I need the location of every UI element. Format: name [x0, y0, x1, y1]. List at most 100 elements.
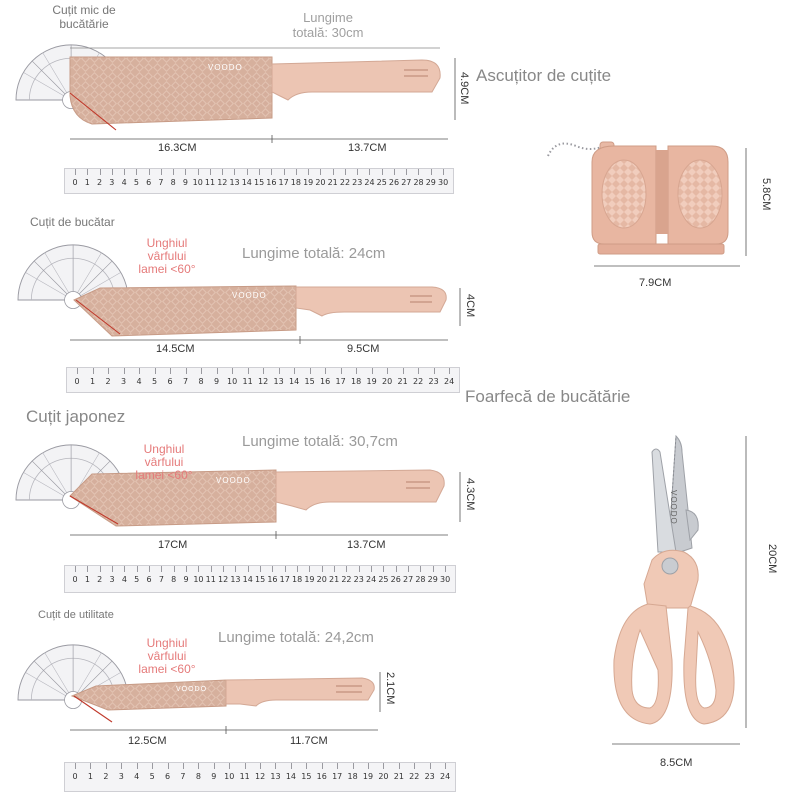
utility-knife	[17, 644, 381, 734]
ruler-tick	[121, 763, 123, 769]
ruler-tick	[92, 368, 94, 374]
ruler-tick	[223, 566, 224, 572]
ruler-tick	[432, 566, 434, 572]
ruler-number: 0	[72, 772, 78, 781]
knife3-blade-dim: 17CM	[158, 539, 188, 551]
ruler-tick	[445, 566, 446, 572]
ruler-tick	[99, 566, 101, 572]
ruler-tick	[182, 763, 184, 769]
ruler-tick	[332, 169, 334, 175]
ruler-number: 13	[270, 772, 281, 781]
ruler-tick	[247, 566, 249, 572]
ruler-number: 4	[136, 377, 142, 386]
ruler-tick	[356, 368, 357, 374]
small-kitchen-knife	[15, 44, 456, 143]
ruler-tick	[160, 169, 162, 175]
ruler-tick	[449, 368, 450, 374]
ruler-tick	[321, 566, 323, 572]
ruler-number: 0	[72, 575, 78, 584]
ruler-number: 14	[242, 575, 253, 584]
ruler-number: 4	[134, 772, 140, 781]
ruler-tick	[344, 169, 346, 175]
ruler-tick	[290, 763, 292, 769]
ruler-tick	[308, 169, 310, 175]
ruler-tick	[367, 763, 369, 769]
scissors-brand-mark: VOODO	[669, 490, 678, 525]
ruler-number: 8	[171, 575, 177, 584]
ruler-number: 3	[109, 575, 115, 584]
ruler-tick	[234, 169, 236, 175]
ruler-number: 8	[195, 772, 201, 781]
ruler-tick	[87, 566, 89, 572]
ruler-tick	[420, 566, 422, 572]
ruler-tick	[75, 169, 76, 175]
knife2-angle-label: Unghiul vârfului lamei <60°	[138, 236, 196, 276]
ruler-number: 15	[301, 772, 312, 781]
ruler-number: 12	[218, 575, 229, 584]
ruler-number: 7	[180, 772, 186, 781]
ruler-tick	[259, 169, 260, 175]
ruler-tick	[232, 368, 233, 374]
ruler-tick	[213, 763, 215, 769]
knife1-blade-dim: 16.3CM	[158, 142, 197, 154]
ruler-number: 23	[352, 178, 363, 187]
ruler-tick	[275, 763, 277, 769]
ruler-tick	[123, 368, 125, 374]
ruler-tick	[271, 169, 273, 175]
ruler-number: 19	[366, 377, 377, 386]
knife3-length-label: Lungime totală: 30,7cm	[242, 433, 398, 450]
knife1-height-dim: 4.9CM	[458, 72, 470, 105]
ruler-number: 20	[382, 377, 393, 386]
ruler-tick	[198, 763, 200, 769]
ruler-number: 21	[329, 575, 340, 584]
knife2-length-label: Lungime totală: 24cm	[242, 245, 386, 262]
ruler-tick	[381, 169, 383, 175]
ruler-number: 25	[378, 575, 389, 584]
ruler-tick	[418, 368, 419, 374]
ruler-number: 22	[341, 575, 352, 584]
japanese-knife	[15, 444, 461, 539]
ruler-number: 18	[351, 377, 362, 386]
ruler-tick	[246, 169, 248, 175]
ruler-number: 23	[428, 377, 439, 386]
ruler-tick	[371, 566, 372, 572]
ruler-number: 16	[267, 575, 278, 584]
ruler-tick	[387, 368, 388, 374]
ruler-tick	[429, 763, 431, 769]
sharpener-width-dim: 7.9CM	[639, 277, 672, 289]
ruler-tick	[235, 566, 237, 572]
ruler-number: 19	[304, 575, 315, 584]
ruler-number: 27	[401, 178, 412, 187]
ruler-number: 30	[438, 178, 449, 187]
ruler-number: 1	[84, 575, 90, 584]
ruler-number: 9	[183, 575, 189, 584]
ruler-tick	[244, 763, 246, 769]
ruler-number: 17	[335, 377, 346, 386]
ruler-tick	[352, 763, 354, 769]
ruler-number: 10	[193, 575, 204, 584]
ruler-number: 2	[103, 772, 109, 781]
ruler-tick	[358, 566, 360, 572]
ruler-tick	[210, 566, 212, 572]
ruler-number: 13	[273, 377, 284, 386]
ruler-tick	[136, 169, 138, 175]
ruler-number: 6	[165, 772, 171, 781]
ruler-number: 17	[279, 575, 290, 584]
ruler-tick	[418, 169, 420, 175]
ruler-tick	[283, 169, 285, 175]
ruler-number: 21	[393, 772, 404, 781]
ruler-tick	[260, 763, 261, 769]
ruler-tick	[369, 169, 371, 175]
ruler-number: 14	[241, 178, 252, 187]
ruler-tick	[152, 763, 154, 769]
ruler-tick	[136, 566, 138, 572]
ruler-tick	[124, 169, 126, 175]
ruler-number: 12	[217, 178, 228, 187]
ruler-number: 24	[364, 178, 375, 187]
ruler-number: 17	[332, 772, 343, 781]
